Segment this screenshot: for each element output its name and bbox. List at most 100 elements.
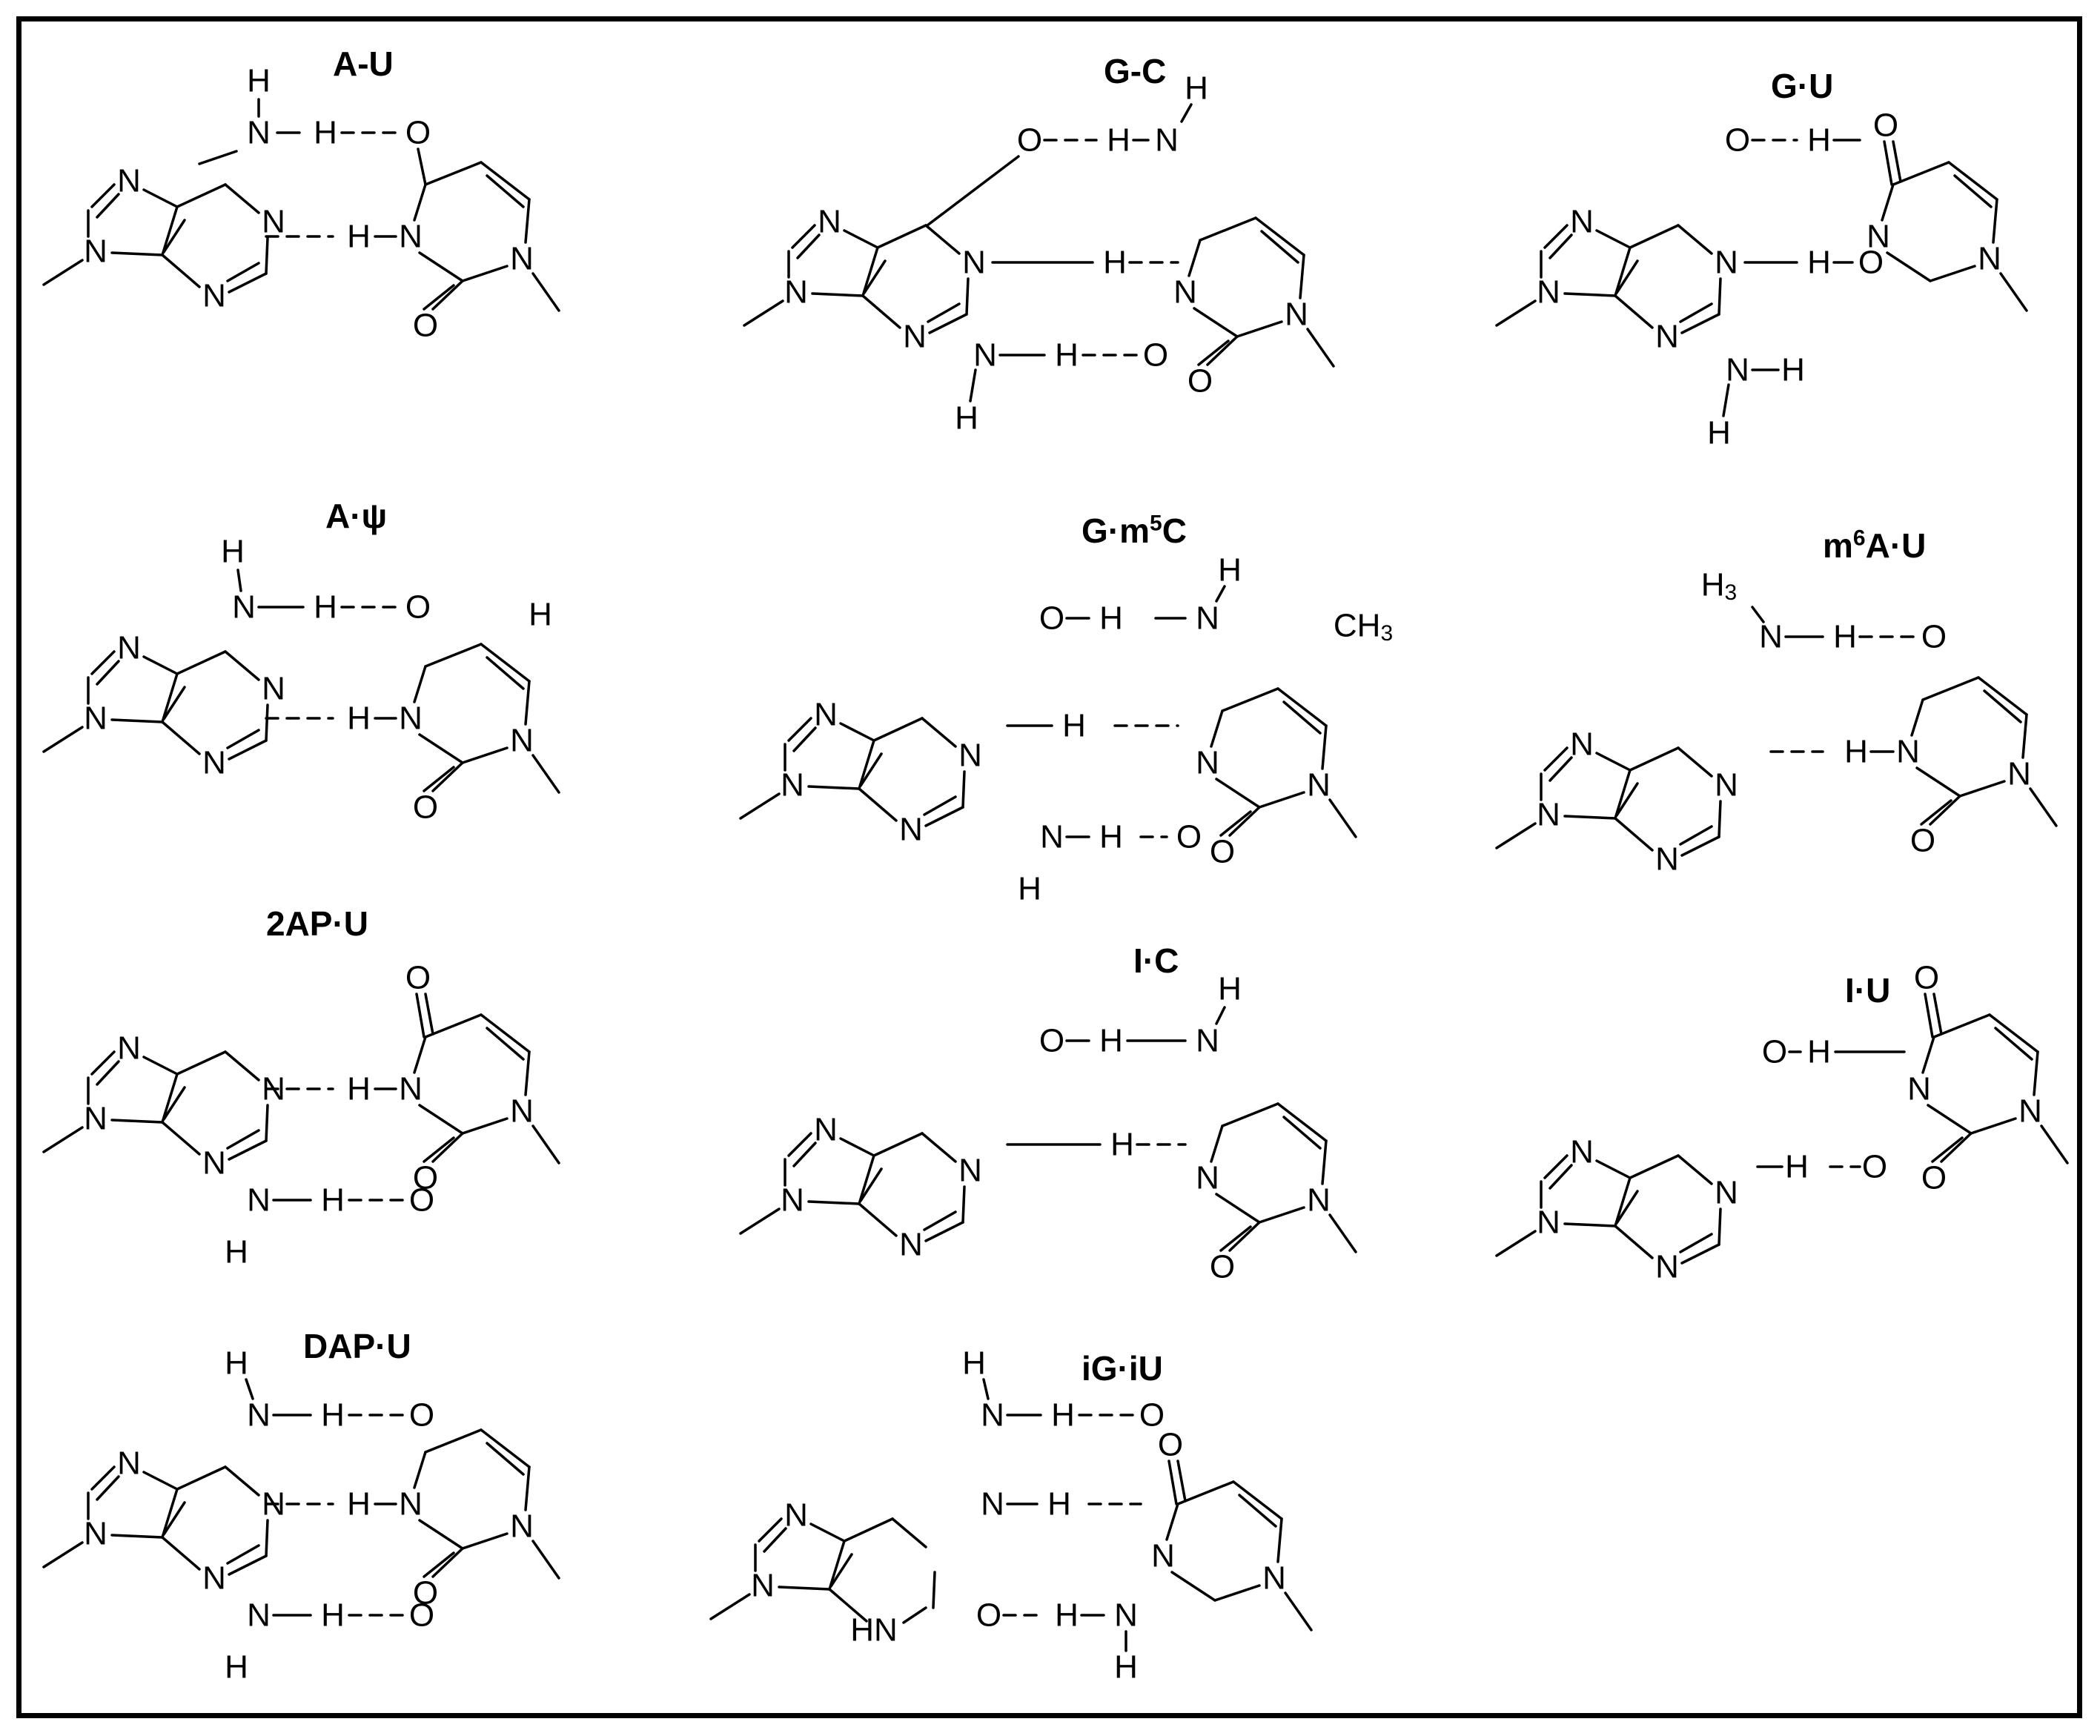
n6-label: N: [232, 589, 256, 626]
bond: [198, 150, 238, 165]
o6-label: O: [1017, 122, 1042, 159]
h-label: H: [321, 1597, 345, 1634]
n6-label: N: [247, 115, 271, 151]
panel-title: DAP·U: [303, 1327, 411, 1365]
n9-label: N: [84, 1101, 107, 1137]
bond: [961, 1185, 966, 1224]
o-label: O: [405, 589, 431, 626]
n3-label: N: [1655, 1249, 1679, 1285]
bond: [1276, 1517, 1283, 1563]
bond: [1886, 251, 1932, 282]
bond: [1927, 1104, 1973, 1135]
bond: [1615, 1190, 1639, 1225]
bond: [110, 251, 164, 256]
bond: [162, 1086, 186, 1121]
bond: [1677, 224, 1713, 255]
h-label: H: [1099, 600, 1123, 637]
bond: [228, 1554, 268, 1576]
bond: [1680, 313, 1720, 334]
bond: [431, 761, 464, 792]
h-label: H: [1099, 1023, 1123, 1059]
n1-label: N: [510, 241, 534, 277]
n9-label: N: [84, 233, 107, 270]
bond: [969, 368, 977, 402]
bond: [2021, 713, 2028, 759]
bond: [161, 1536, 201, 1571]
bond: [226, 1129, 260, 1150]
bond: [1199, 216, 1257, 242]
bond: [110, 718, 164, 723]
bond: [1276, 1102, 1328, 1142]
bond: [961, 770, 966, 809]
bond: [1614, 817, 1654, 852]
bond: [224, 650, 260, 681]
bond: [1751, 606, 1765, 623]
bond: [1548, 756, 1573, 782]
methyl-bond: [1328, 1213, 1357, 1253]
bond: [1276, 687, 1328, 727]
panel-title: G·m5C: [1082, 511, 1187, 550]
bond: [524, 680, 531, 726]
bond: [161, 720, 201, 755]
n9-label: N: [781, 767, 804, 804]
n3-label: N: [899, 812, 923, 848]
bond: [796, 233, 821, 259]
bond: [423, 766, 455, 792]
o-label: O: [1143, 337, 1168, 374]
o-label: O: [1921, 619, 1947, 655]
bond: [265, 236, 269, 275]
bond: [1970, 1117, 2017, 1135]
bond: [1188, 239, 1202, 277]
n3-label: N: [1655, 841, 1679, 878]
h-label: H: [1807, 245, 1831, 281]
bond: [1718, 277, 1722, 316]
bond: [1260, 230, 1299, 264]
bond: [461, 746, 509, 764]
bond: [228, 739, 268, 761]
n7-label: N: [117, 1445, 141, 1482]
bond: [486, 1442, 525, 1476]
n1-label: N: [1285, 296, 1308, 333]
o-label: O: [1139, 1397, 1165, 1434]
h-label: H: [955, 400, 978, 437]
bond: [758, 1517, 783, 1543]
n3-label: N: [399, 219, 423, 255]
h-label: H: [1099, 819, 1123, 855]
methyl-bond: [42, 726, 84, 753]
bond: [424, 1013, 483, 1038]
bond: [921, 1132, 957, 1163]
bond: [424, 161, 483, 186]
bond: [858, 1202, 898, 1237]
bond: [843, 229, 879, 249]
bond: [176, 1465, 227, 1491]
bond: [176, 1050, 227, 1076]
bond: [1215, 1006, 1226, 1025]
bond: [486, 174, 525, 208]
bond: [424, 993, 434, 1036]
hn3-label: HN: [850, 1612, 898, 1649]
bond: [415, 993, 425, 1038]
n6-label: N: [247, 1397, 271, 1434]
h-label: H: [1055, 337, 1079, 374]
n4-label: N: [1196, 1023, 1219, 1059]
o2-label: O: [1921, 1160, 1947, 1196]
bond: [1228, 806, 1261, 837]
n3-label: N: [1867, 219, 1890, 255]
n9-label: N: [1537, 1205, 1560, 1241]
bond: [1988, 1013, 2039, 1053]
bond: [245, 1378, 254, 1400]
h-label: H: [247, 63, 271, 99]
bond: [1921, 676, 1980, 701]
bond: [90, 650, 116, 675]
h-label: H: [1807, 122, 1831, 159]
bond: [1238, 1494, 1277, 1528]
bond: [524, 198, 531, 244]
bond: [807, 1200, 861, 1205]
n3-label: N: [1196, 1160, 1219, 1196]
bond: [1176, 1460, 1187, 1503]
h-label: H: [1781, 352, 1805, 388]
n1-label: N: [2018, 1093, 2042, 1130]
h-label: H: [529, 597, 552, 633]
bond: [1176, 1480, 1235, 1505]
